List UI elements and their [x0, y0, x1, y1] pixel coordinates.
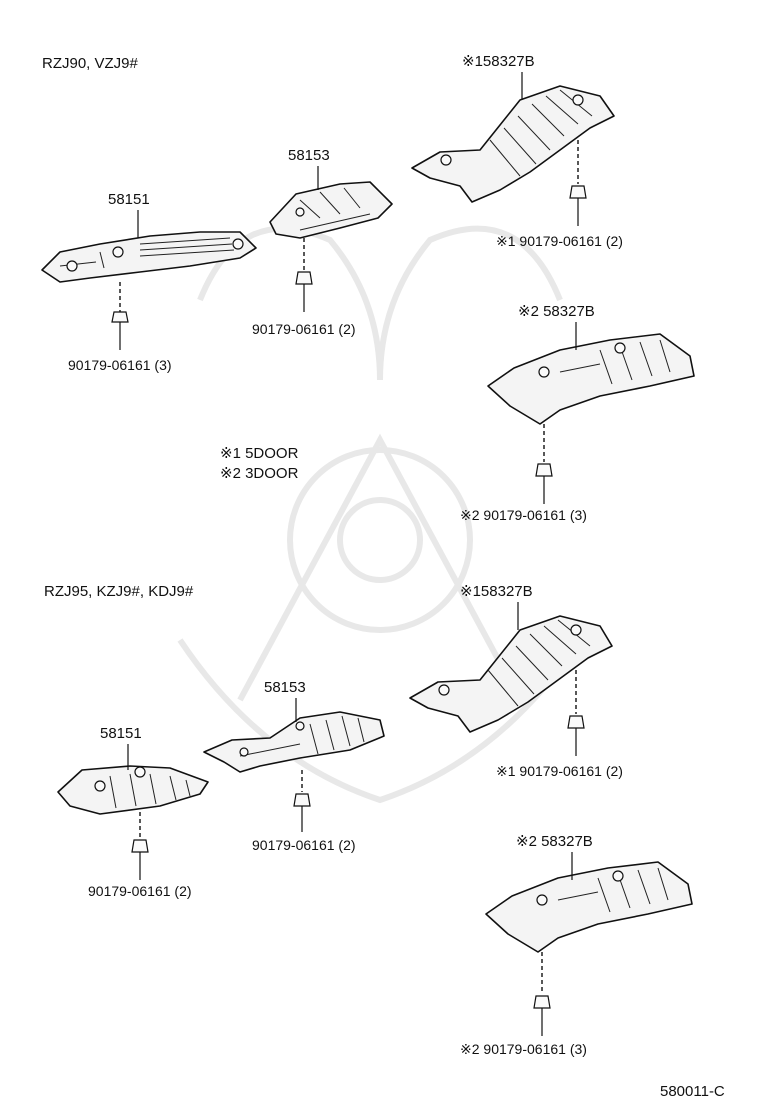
- bolt-58327b-2-bottom: ※2 90179-06161 (3): [460, 1041, 587, 1057]
- model-label-bottom: RZJ95, KZJ9#, KDJ9#: [44, 583, 194, 600]
- bolt-58153-top: 90179-06161 (2): [252, 321, 356, 337]
- model-label-top: RZJ90, VZJ9#: [42, 55, 139, 72]
- legend-note-2: ※2 3DOOR: [220, 465, 299, 482]
- part-58327b-2-top: [487, 333, 695, 425]
- part-58153-top: [269, 181, 393, 239]
- nut-58327b-2-top-icon: [535, 463, 553, 477]
- part-58327b-1-bottom: [409, 615, 613, 733]
- bolt-58327b-1-top: ※1 90179-06161 (2): [496, 233, 623, 249]
- part-58151-bottom: [57, 765, 209, 815]
- nut-58153-bottom-icon: [293, 793, 311, 807]
- watermark-emblem-icon: [177, 225, 583, 804]
- bolt-58151-bottom: 90179-06161 (2): [88, 883, 192, 899]
- diagram-code: 580011-C: [660, 1083, 725, 1100]
- bolt-58151-top: 90179-06161 (3): [68, 357, 172, 373]
- label-58327b-2-top: ※2 58327B: [518, 303, 595, 320]
- legend-note-1: ※1 5DOOR: [220, 445, 299, 462]
- bolt-58153-bottom: 90179-06161 (2): [252, 837, 356, 853]
- label-58151-bottom: 58151: [100, 725, 142, 742]
- part-58151-top: [41, 231, 257, 283]
- nut-58327b-1-top-icon: [569, 185, 587, 199]
- bolt-58327b-2-top: ※2 90179-06161 (3): [460, 507, 587, 523]
- label-58327b-1-top: ※158327B: [462, 53, 535, 70]
- label-58327b-1-bottom: ※158327B: [460, 583, 533, 600]
- label-58153-bottom: 58153: [264, 679, 306, 696]
- label-58151-top: 58151: [108, 191, 150, 208]
- bolt-58327b-1-bottom: ※1 90179-06161 (2): [496, 763, 623, 779]
- part-58327b-1-top: [411, 85, 615, 203]
- part-58327b-2-bottom: [485, 861, 693, 953]
- label-58153-top: 58153: [288, 147, 330, 164]
- nut-58327b-1-bottom-icon: [567, 715, 585, 729]
- nut-58151-bottom-icon: [131, 839, 149, 853]
- nut-58153-top-icon: [295, 271, 313, 285]
- nut-58327b-2-bottom-icon: [533, 995, 551, 1009]
- nut-58151-top-icon: [111, 311, 129, 323]
- part-58153-bottom: [203, 711, 385, 773]
- label-58327b-2-bottom: ※2 58327B: [516, 833, 593, 850]
